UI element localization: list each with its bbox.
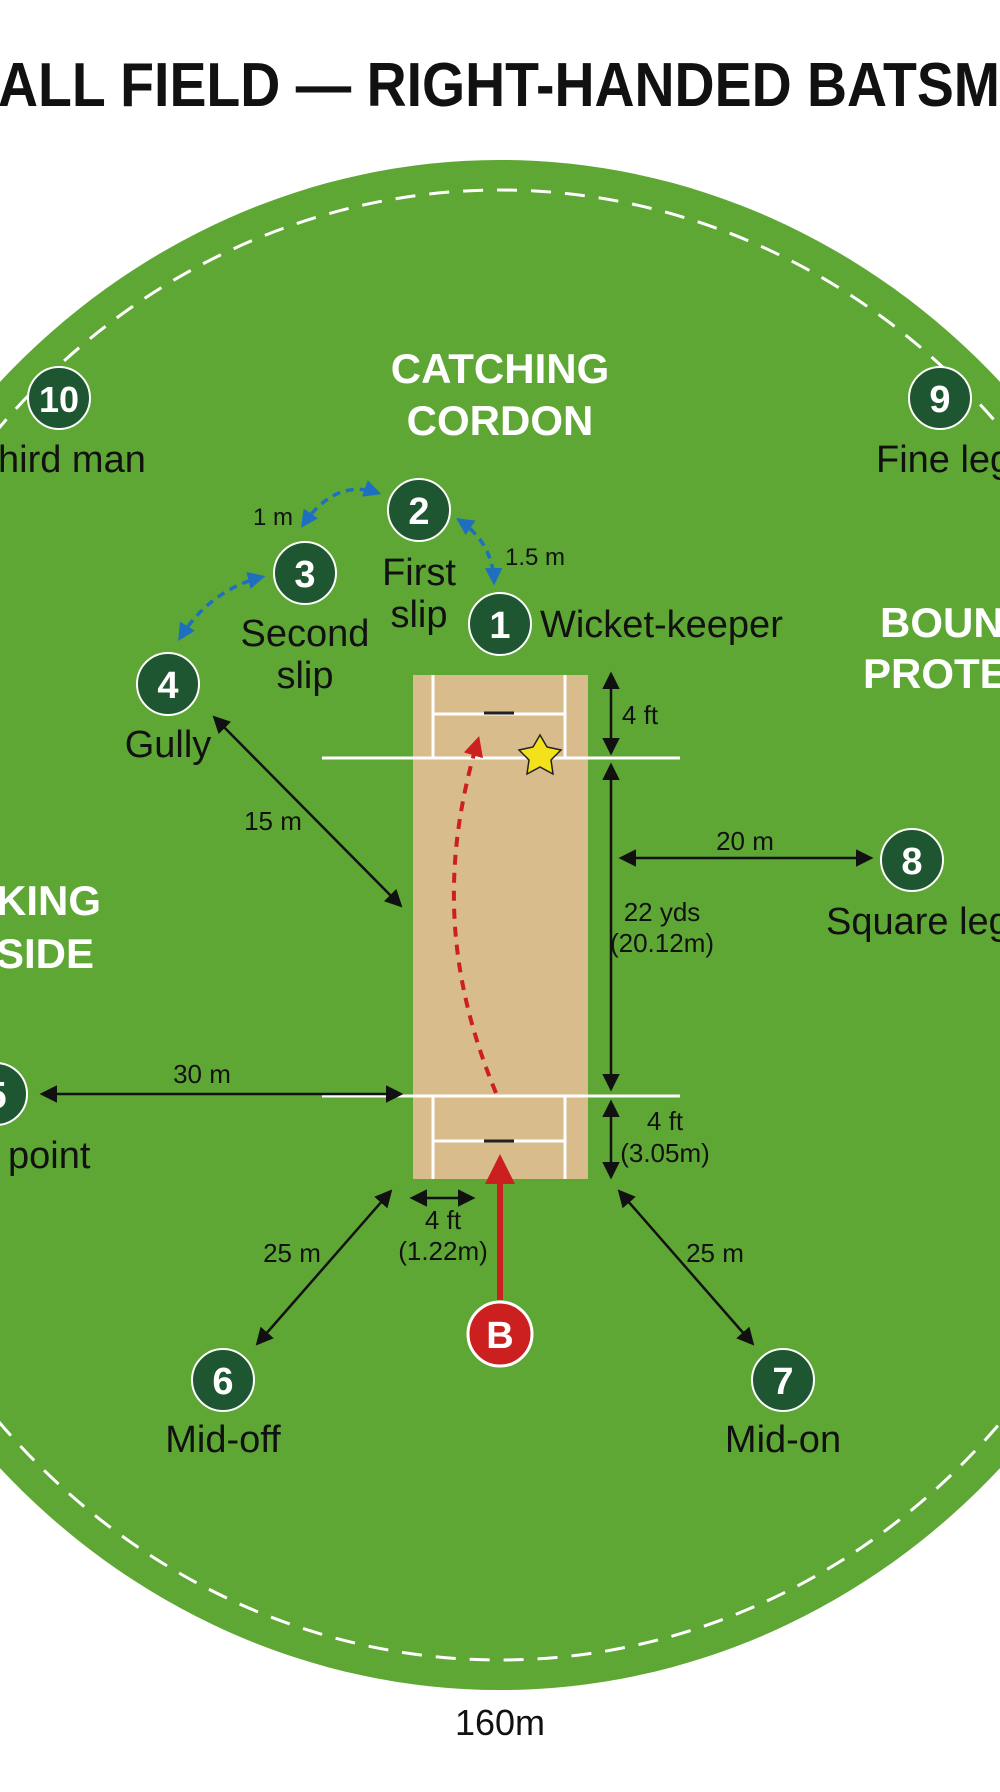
batsman-star-icon (517, 733, 563, 776)
fielder-5: 5 point (0, 1062, 91, 1177)
zone-boundary-line1: BOUNI (880, 599, 1000, 646)
player-number-5: 5 (0, 1075, 7, 1117)
zone-attacking-line2: SIDE (0, 930, 94, 977)
fielder-6: 6 Mid-off (165, 1348, 281, 1461)
player-number-2: 2 (408, 491, 429, 533)
player-label-1: Wicket-keeper (540, 604, 783, 646)
player-label-5: point (8, 1135, 91, 1177)
fielder-1: 1 Wicket-keeper (468, 592, 783, 656)
fielder-8: 8 Square leg (826, 828, 1000, 943)
fielder-2: 2 First slip (382, 478, 456, 636)
player-number-6: 6 (212, 1361, 233, 1403)
field-diameter-label: 160m (455, 1702, 545, 1743)
bowler-circle (466, 1300, 534, 1368)
player-label-6: Mid-off (165, 1419, 281, 1461)
player-label-2-line2: slip (390, 594, 447, 636)
player-label-8: Square leg (826, 901, 1000, 943)
bowler-marker: B (466, 1300, 534, 1368)
player-marker-6 (191, 1348, 255, 1412)
zone-attacking-line1: KING (0, 877, 101, 924)
measurement-gully-15m: 15 m (244, 806, 302, 836)
fielder-9: 9 Fine leg (876, 366, 1000, 481)
player-marker-10 (27, 366, 91, 430)
measurement-mid-on-25m: 25 m (686, 1238, 744, 1268)
measurement-1m: 1 m (253, 504, 293, 531)
player-marker-1 (468, 592, 532, 656)
diagram-title: ALL FIELD — RIGHT-HANDED BATSM (0, 51, 1000, 120)
bowler-label: B (486, 1315, 513, 1357)
measurement-mid-off-25m: 25 m (263, 1238, 321, 1268)
zone-boundary-line2: PROTEC (863, 650, 1000, 697)
player-label-4: Gully (125, 724, 212, 766)
fielder-4: 4 Gully (125, 652, 212, 766)
player-label-10: hird man (0, 439, 146, 481)
measurement-square-20m: 20 m (716, 826, 774, 856)
player-marker-7 (751, 1348, 815, 1412)
player-number-4: 4 (157, 665, 178, 707)
fielder-10: 10 hird man (0, 366, 146, 481)
player-number-3: 3 (294, 554, 315, 596)
player-label-2-line1: First (382, 552, 456, 594)
measurement-pitch-length-line1: 22 yds (624, 897, 701, 927)
delivery-path (451, 736, 498, 1094)
measurement-crease-bottom-line1: 4 ft (647, 1106, 684, 1136)
fielder-3: 3 Second slip (241, 541, 370, 697)
player-number-9: 9 (929, 379, 950, 421)
player-marker-3 (273, 541, 337, 605)
player-number-1: 1 (489, 605, 510, 647)
player-label-3-line2: slip (276, 655, 333, 697)
measurement-width-line2: (1.22m) (398, 1236, 488, 1266)
boundary-rope (0, 188, 1000, 1662)
player-label-9: Fine leg (876, 439, 1000, 481)
player-marker-2 (387, 478, 451, 542)
spacing-arrow-keeper (456, 518, 503, 586)
measurement-crease-bottom-line2: (3.05m) (620, 1138, 710, 1168)
pitch (413, 675, 588, 1179)
player-number-7: 7 (772, 1361, 793, 1403)
measurement-point-30m: 30 m (173, 1059, 231, 1089)
player-label-7: Mid-on (725, 1419, 841, 1461)
fielder-7: 7 Mid-on (725, 1348, 841, 1461)
player-marker-8 (880, 828, 944, 892)
zone-catching-cordon-line2: CORDON (407, 397, 594, 444)
spacing-arrow-slips (301, 480, 382, 528)
player-marker-4 (136, 652, 200, 716)
measurement-1-5m: 1.5 m (505, 544, 565, 571)
measurement-crease-top: 4 ft (622, 700, 659, 730)
player-marker-9 (908, 366, 972, 430)
player-number-8: 8 (901, 841, 922, 883)
measurement-width-line1: 4 ft (425, 1205, 462, 1235)
player-label-3-line1: Second (241, 613, 370, 655)
measurement-arrows (39, 671, 874, 1346)
player-number-10: 10 (39, 379, 79, 420)
zone-catching-cordon-line1: CATCHING (391, 345, 610, 392)
player-marker-5 (0, 1062, 28, 1126)
measurement-pitch-length-line2: (20.12m) (610, 928, 714, 958)
